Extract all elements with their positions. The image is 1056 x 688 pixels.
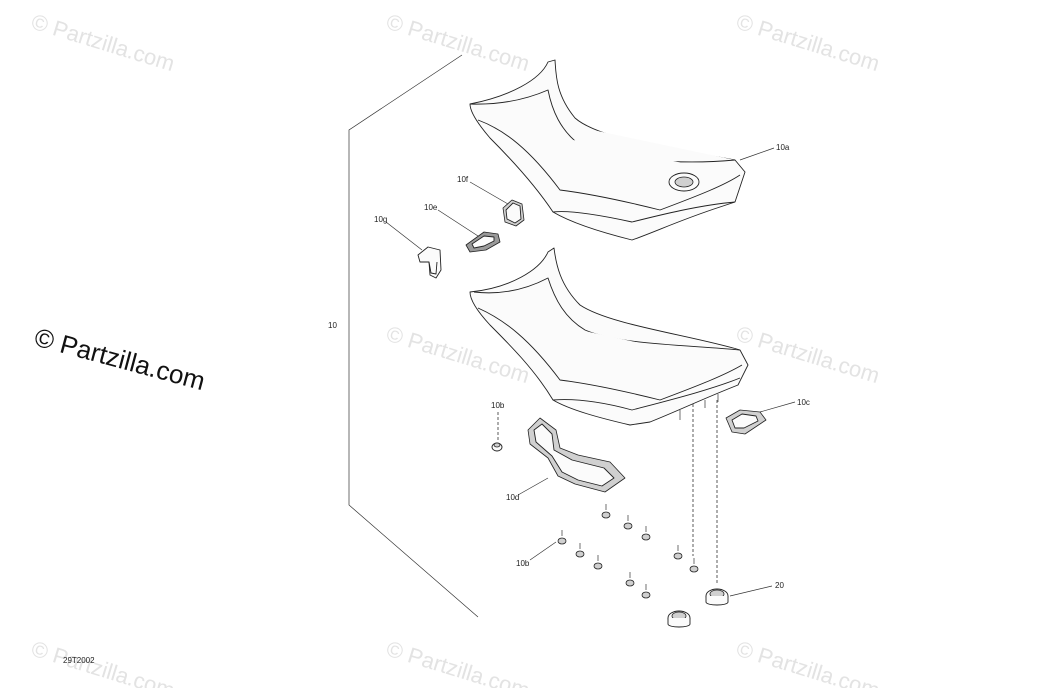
callout-10c: 10c <box>797 398 810 407</box>
watermark-text: © Partzilla.com <box>734 321 883 388</box>
part-10g-clip <box>417 246 442 279</box>
seat-base-lower <box>469 247 749 426</box>
callout-10g: 10g <box>374 215 387 224</box>
callout-10d: 10d <box>506 493 519 502</box>
callout-10: 10 <box>328 321 337 330</box>
part-10d-shield <box>527 417 626 493</box>
watermark-text: © Partzilla.com <box>384 636 533 688</box>
part-10c-bracket <box>725 409 767 435</box>
drawing-code: 29T2002 <box>63 656 95 665</box>
watermark-text: © Partzilla.com <box>29 636 178 688</box>
callout-10f: 10f <box>457 175 469 184</box>
watermark-text: © Partzilla.com <box>734 636 883 688</box>
part-10b-fastener-set <box>557 504 699 599</box>
callout-10b-upper: 10b <box>491 401 505 410</box>
watermark-text: © Partzilla.com <box>734 9 883 76</box>
part-20-grommet <box>667 610 691 628</box>
callout-10b-lower: 10b <box>516 559 530 568</box>
part-20-grommet <box>705 588 729 606</box>
callout-10a: 10a <box>776 143 790 152</box>
part-10f-clip <box>502 199 525 227</box>
part-10b-fastener-upper <box>491 412 503 452</box>
seat-cover-upper <box>469 59 746 241</box>
main-watermark: © Partzilla.com <box>31 322 208 396</box>
part-10e-clip <box>465 231 501 253</box>
assembly-bracket <box>348 54 479 618</box>
callout-20: 20 <box>775 581 784 590</box>
watermark-text: © Partzilla.com <box>29 9 178 76</box>
watermark-layer: © Partzilla.com © Partzilla.com © Partzi… <box>29 9 883 688</box>
watermark-text: © Partzilla.com <box>384 9 533 76</box>
callout-10e: 10e <box>424 203 438 212</box>
